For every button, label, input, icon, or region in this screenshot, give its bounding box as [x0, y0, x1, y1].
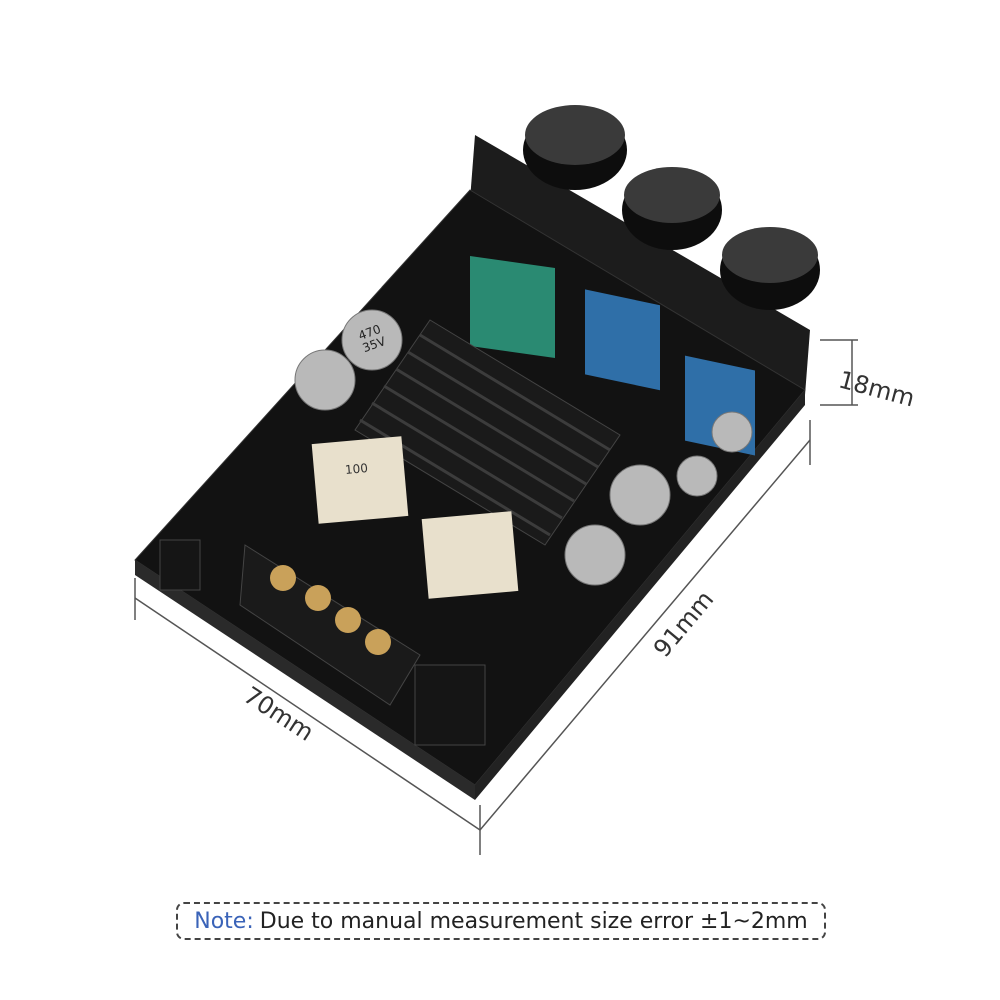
audio-input-jack — [159, 539, 201, 591]
inductor-1 — [311, 436, 409, 524]
potentiometer-blue-1 — [585, 289, 660, 391]
dc-power-jack — [414, 664, 486, 746]
measurement-note: Note: Due to manual measurement size err… — [176, 902, 826, 940]
inductor-2 — [421, 511, 519, 599]
heatsink — [354, 319, 621, 546]
dimension-lines — [134, 339, 858, 855]
volume-knobs — [523, 105, 820, 310]
potentiometer-green — [470, 256, 555, 359]
note-text: Due to manual measurement size error ±1~… — [259, 908, 808, 934]
inductor-marking: 100 — [344, 461, 369, 477]
back-panel — [470, 135, 810, 395]
capacitors — [294, 309, 753, 586]
speaker-terminal-block — [239, 544, 421, 706]
note-label: Note: — [194, 908, 254, 934]
